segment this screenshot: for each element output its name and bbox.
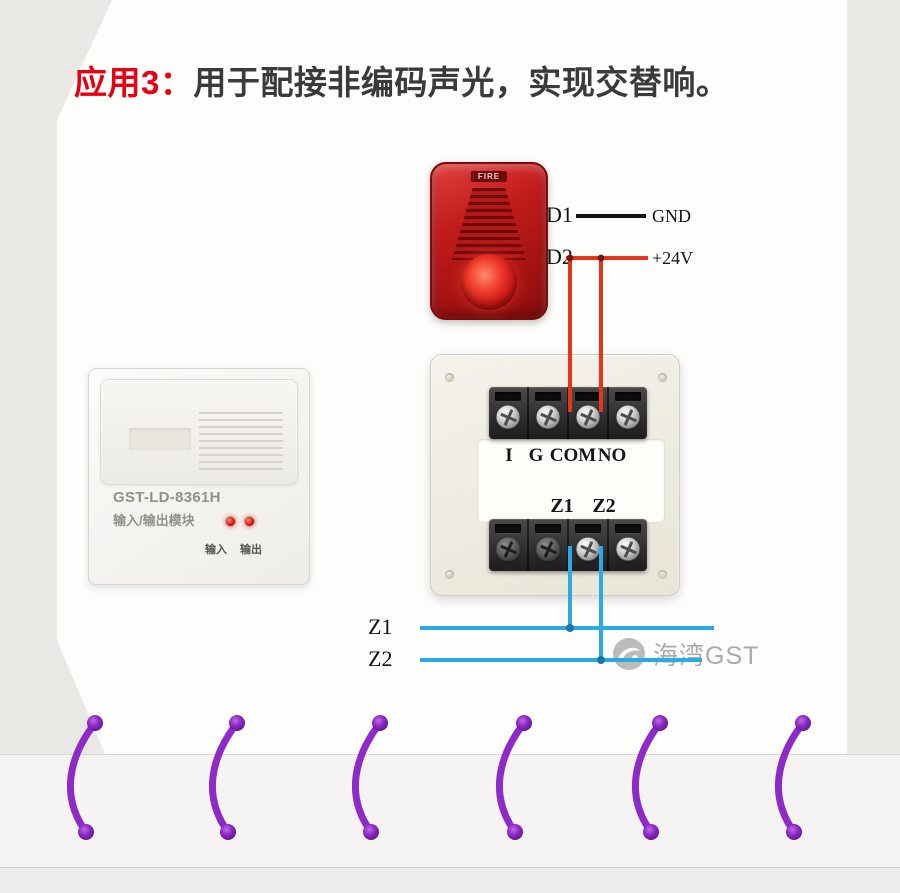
terminal-spare-1 [489, 519, 529, 571]
watermark-text: 海湾GST [653, 642, 760, 670]
module-name-text: 输入/输出模块 [113, 513, 195, 528]
screw-terminal-icon [495, 536, 521, 562]
watermark: 海湾GST [612, 636, 759, 672]
bus-label-z2: Z2 [368, 646, 393, 671]
title-description: 用于配接非编码声光，实现交替响。 [193, 64, 730, 101]
terminal-block-top [489, 387, 647, 439]
sounder-terminal-label-d2: D2 [546, 244, 573, 269]
terminal-spare-2 [529, 519, 569, 571]
sounder-strobe-dome-icon [461, 254, 517, 310]
fire-label: FIRE [470, 171, 508, 182]
terminal-z1 [569, 519, 609, 571]
paper-strip-middle [0, 754, 900, 868]
screw-terminal-icon [495, 404, 521, 430]
terminal-label-z2: Z2 [592, 495, 616, 517]
module-cover [100, 379, 298, 485]
terminal-z2 [609, 519, 647, 571]
terminal-label-g: G [528, 445, 544, 466]
terminal-i [489, 387, 529, 439]
module-model-text: GST-LD-8361H [113, 489, 221, 506]
screw-terminal-icon [535, 404, 561, 430]
fire-strobe-sounder: FIRE [430, 162, 548, 320]
screw-terminal-icon [615, 536, 641, 562]
output-led-indicator-icon [244, 516, 255, 527]
corner-screw-icon [445, 570, 454, 579]
terminal-label-no: NO [597, 445, 627, 466]
page-title: 应用3：用于配接非编码声光，实现交替响。 [74, 56, 729, 104]
terminal-label-i: I [505, 445, 513, 466]
screw-terminal-icon [535, 536, 561, 562]
screw-terminal-icon [575, 404, 601, 430]
supply-label-24v: +24V [652, 248, 694, 268]
input-led-indicator-icon [225, 516, 236, 527]
paper-strip-bottom [0, 869, 900, 893]
output-led-label: 输出 [240, 544, 262, 556]
supply-label-gnd: GND [652, 206, 691, 226]
module-backplate [430, 354, 680, 596]
module-label-recess [129, 428, 191, 450]
terminal-label-com: COM [549, 445, 597, 466]
sounder-terminal-label-d1: D1 [546, 202, 573, 227]
screw-terminal-icon [615, 404, 641, 430]
gst-logo-icon [613, 638, 645, 670]
terminal-block-bottom [489, 519, 647, 571]
sounder-horn-icon [452, 188, 526, 260]
title-application-number: 应用3： [74, 64, 194, 101]
module-vent-ribs [199, 412, 283, 474]
corner-screw-icon [658, 373, 667, 382]
terminal-g [529, 387, 569, 439]
bus-label-z1: Z1 [368, 614, 393, 639]
terminal-no [609, 387, 647, 439]
terminal-com [569, 387, 609, 439]
terminal-label-z1: Z1 [550, 495, 574, 517]
corner-screw-icon [445, 373, 454, 382]
corner-screw-icon [658, 570, 667, 579]
screw-terminal-icon [575, 536, 601, 562]
io-module-device: GST-LD-8361H 输入/输出模块 输入 输出 [88, 368, 310, 585]
input-led-label: 输入 [205, 544, 227, 556]
